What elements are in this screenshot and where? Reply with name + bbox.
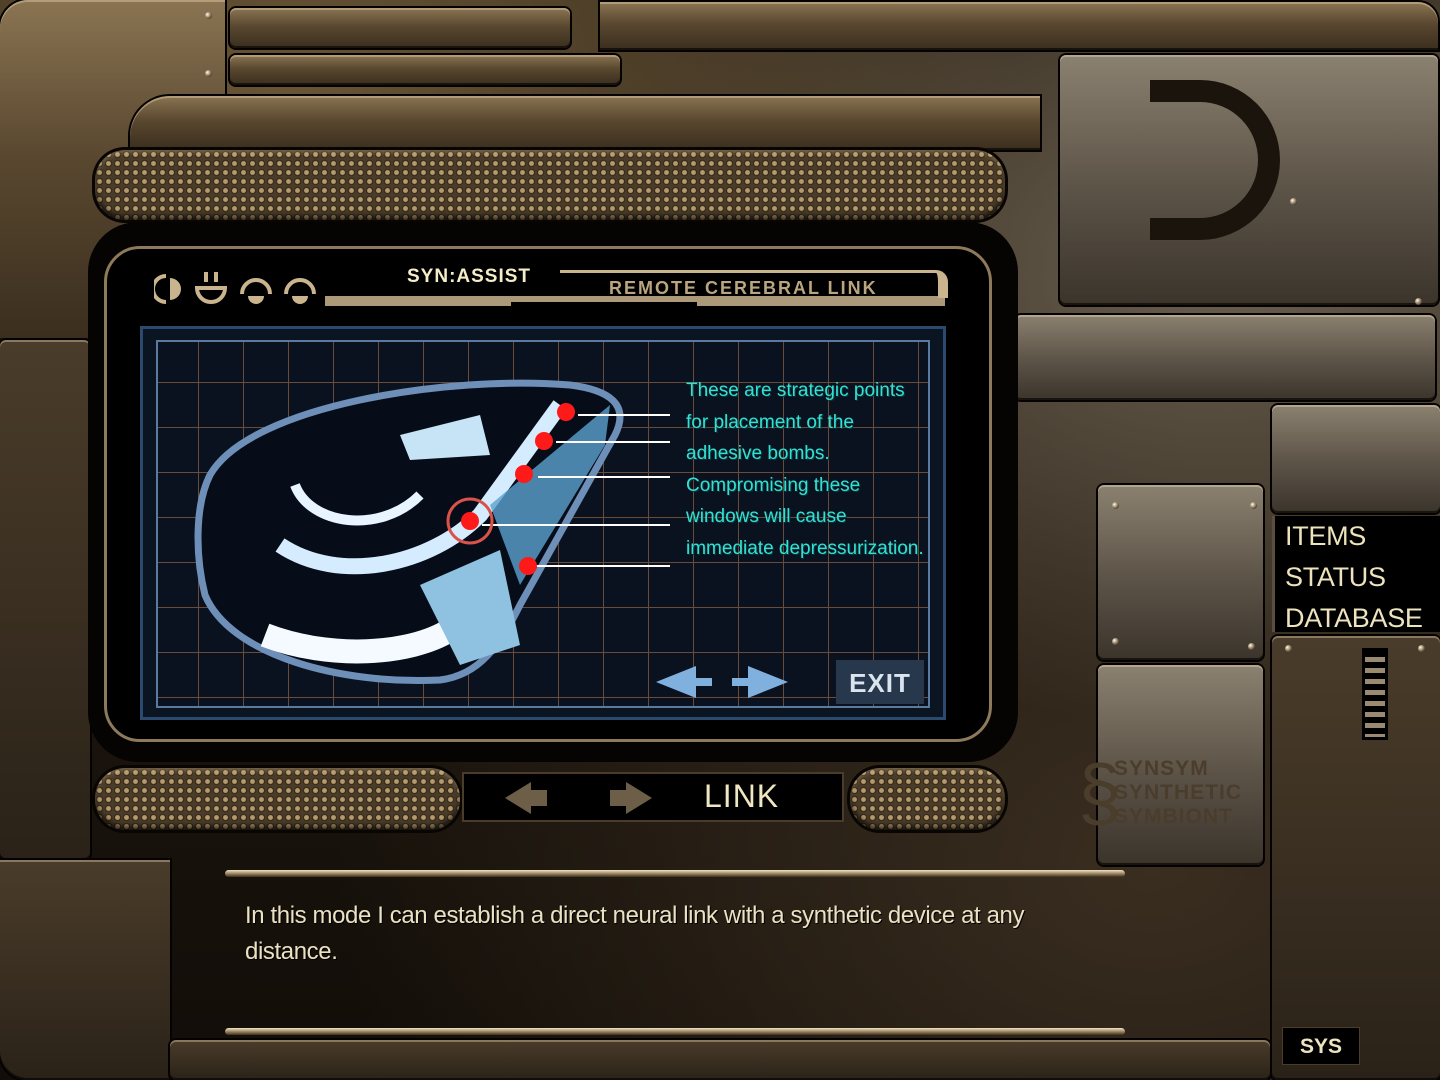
- exit-button[interactable]: EXIT: [836, 660, 924, 704]
- top-bar-plate-2: [230, 55, 620, 85]
- bottom-left-plate: [0, 860, 170, 1080]
- synsym-logo-icon: §: [1078, 748, 1122, 836]
- ship-schematic: [194, 379, 624, 685]
- right-panel-lower: [1098, 665, 1263, 865]
- right-rails-plate: [1015, 315, 1435, 400]
- screen-info-text: These are strategic points for placement…: [686, 380, 924, 559]
- dialog-box: In this mode I can establish a direct ne…: [225, 868, 1135, 1040]
- menu-item-database[interactable]: DATABASE: [1285, 603, 1423, 633]
- sys-button[interactable]: SYS: [1282, 1027, 1360, 1065]
- bottom-studded-bumper-right: [850, 768, 1005, 830]
- rivet: [1112, 638, 1119, 645]
- mode-title: REMOTE CEREBRAL LINK: [609, 278, 878, 298]
- screen-prev-arrow-icon[interactable]: [656, 666, 712, 698]
- logo-line: SYNSYM: [1114, 757, 1209, 780]
- side-menu: ITEMS STATUS DATABASE: [1272, 516, 1440, 633]
- right-slot-plate: [1272, 405, 1440, 513]
- bottom-studded-bumper-left: [95, 768, 460, 830]
- rivet: [1418, 645, 1425, 652]
- bomb-placement-markers: [446, 403, 670, 575]
- menu-item-items[interactable]: ITEMS: [1285, 521, 1367, 551]
- half-circle-icon: [154, 274, 181, 304]
- rivet: [1112, 502, 1119, 509]
- top-studded-bumper: [95, 150, 1005, 220]
- screen-nav: [656, 666, 788, 698]
- upper-arch-plate: [130, 96, 1040, 150]
- top-right-plate: [600, 2, 1438, 50]
- logo-line: SYNTHETIC: [1114, 781, 1243, 804]
- top-bar-plate: [230, 8, 570, 48]
- signal-ladder-gauge: [1362, 648, 1388, 740]
- mode-next-arrow-icon[interactable]: [610, 782, 652, 814]
- title-tab-outline: [560, 270, 948, 298]
- header-rule: [325, 296, 945, 306]
- rivet: [1285, 645, 1292, 652]
- eye-lid-icon: [284, 278, 316, 304]
- rivet: [1248, 643, 1255, 650]
- app-title: SYN:ASSIST: [407, 266, 532, 287]
- logo-line: SYMBIONT: [1114, 805, 1233, 828]
- dialog-top-rail: [225, 870, 1125, 877]
- header-icon-row: [154, 270, 318, 308]
- smile-face-icon: [194, 272, 228, 304]
- synsym-logo-text: SYNSYM SYNTHETIC SYMBIONT: [1114, 757, 1242, 829]
- rivet: [205, 12, 212, 19]
- right-column-plate: [1272, 636, 1440, 1080]
- eye-lid-icon: [240, 278, 272, 304]
- rivet: [205, 70, 212, 77]
- dialog-text: In this mode I can establish a direct ne…: [245, 902, 1025, 965]
- rivet: [1415, 298, 1422, 305]
- screen-next-arrow-icon[interactable]: [732, 666, 788, 698]
- rivet: [1290, 198, 1297, 205]
- bottom-plate: [170, 1040, 1270, 1080]
- mode-prev-arrow-icon[interactable]: [505, 782, 547, 814]
- right-panel-upper: [1098, 485, 1263, 660]
- rivet: [1250, 502, 1257, 509]
- mode-label[interactable]: LINK: [704, 778, 780, 814]
- menu-item-status[interactable]: STATUS: [1285, 562, 1386, 592]
- left-side-plate: [0, 340, 90, 860]
- dialog-bottom-rail: [225, 1028, 1125, 1035]
